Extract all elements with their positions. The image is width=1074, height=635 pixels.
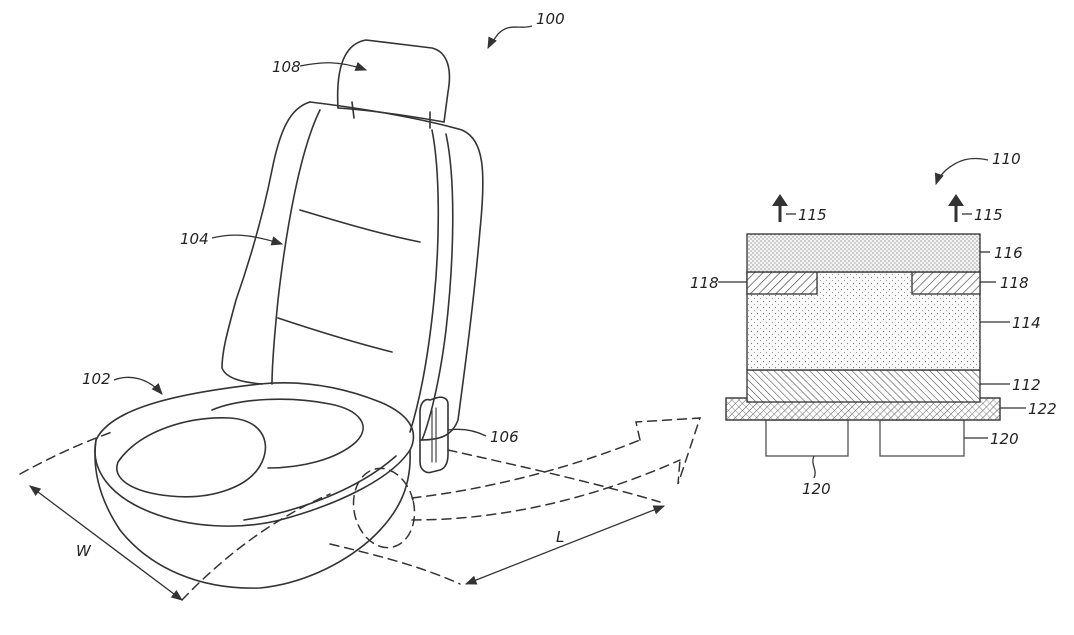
hidden-module-outline	[352, 467, 416, 549]
seat-cushion	[94, 382, 415, 589]
label-120-left: 120	[802, 480, 831, 498]
leader-102	[113, 376, 163, 395]
contact-right	[879, 419, 965, 457]
leader-110	[934, 157, 989, 186]
label-120-right: 120	[990, 430, 1019, 448]
label-114: 114	[1012, 314, 1041, 332]
label-l: L	[556, 528, 564, 546]
label-115-right: 115	[974, 206, 1003, 224]
seat-back	[221, 101, 484, 441]
heat-flow-arrow-left	[772, 194, 788, 222]
headrest	[336, 39, 451, 129]
label-118-right: 118	[1000, 274, 1029, 292]
label-108: 108	[272, 58, 301, 76]
electrode-left	[746, 271, 818, 295]
bottom-layer	[746, 369, 981, 403]
label-w: W	[76, 542, 92, 560]
contact-left	[765, 419, 849, 457]
label-118-left: 118	[690, 274, 719, 292]
leader-106	[447, 428, 487, 437]
label-104: 104	[180, 230, 209, 248]
dimension-lines	[19, 431, 666, 601]
heater-module	[419, 396, 449, 474]
thermoelectric-stack: 110 115 115 116 118 118 114 112 122 120 …	[690, 150, 1057, 498]
label-102: 102	[82, 370, 111, 388]
leader-108	[299, 62, 368, 71]
label-100: 100	[536, 10, 565, 28]
heat-flow-arrow-right	[948, 194, 964, 222]
top-layer	[746, 233, 981, 273]
motion-arrow	[411, 417, 702, 521]
vehicle-seat: 100 108 104 102 106 W L	[19, 10, 702, 601]
label-122: 122	[1028, 400, 1057, 418]
electrode-right	[911, 271, 981, 295]
label-115-left: 115	[798, 206, 827, 224]
label-106: 106	[490, 428, 519, 446]
label-116: 116	[994, 244, 1023, 262]
label-112: 112	[1012, 376, 1041, 394]
leader-120-left	[812, 455, 816, 479]
leader-100	[487, 25, 533, 50]
label-110: 110	[992, 150, 1021, 168]
leader-104	[211, 234, 284, 246]
